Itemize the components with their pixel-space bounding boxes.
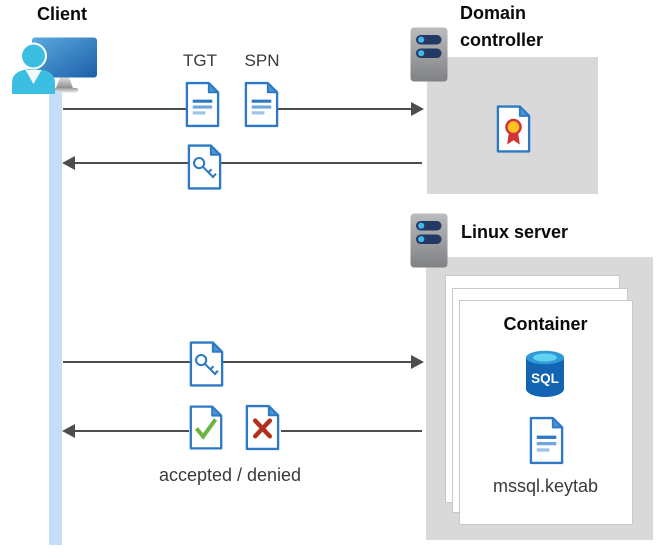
linux-server-label: Linux server — [461, 222, 569, 242]
accepted-check-document-icon — [189, 405, 223, 450]
arrow-tgt-request-line-left — [63, 108, 186, 110]
tgt-label: TGT — [183, 51, 217, 70]
container-card-front: Container SQL mssql.keytab — [459, 300, 633, 525]
key-ticket-document-icon-2 — [189, 341, 224, 387]
arrow-tgt-request-line-right — [277, 108, 413, 110]
arrow-tgt-request-head — [411, 102, 424, 116]
domain-controller-label-line1: Domain — [460, 3, 527, 23]
arrow-result-line-right — [281, 430, 422, 432]
client-label: Client — [36, 4, 87, 24]
domain-controller-label: Domain controller — [460, 0, 543, 54]
container-title: Container — [503, 314, 588, 334]
domain-controller-label-line2: controller — [460, 30, 544, 50]
spn-label: SPN — [244, 51, 280, 70]
key-glyph — [195, 354, 219, 376]
monitor-stand — [56, 77, 73, 88]
cross-glyph — [252, 418, 273, 439]
arrow-ticket-to-sql-head — [411, 355, 424, 369]
keytab-filename-label: mssql.keytab — [492, 476, 599, 496]
arrow-result-line-left — [75, 430, 189, 432]
client-computer-user-icon — [12, 37, 97, 94]
monitor-base — [51, 88, 78, 93]
client-lifeline — [49, 88, 62, 545]
spn-ticket-document-icon — [244, 81, 279, 128]
arrow-ticket-response-head — [62, 156, 75, 170]
key-glyph — [193, 157, 217, 179]
person-icon — [12, 42, 55, 94]
domain-controller-server-icon — [410, 27, 448, 82]
sql-badge-text: SQL — [531, 371, 559, 386]
check-glyph — [194, 418, 218, 440]
arrow-ticket-response-line — [75, 162, 422, 164]
keytab-document-icon — [529, 416, 564, 465]
linux-server-icon — [410, 213, 448, 268]
sql-database-icon: SQL — [526, 350, 564, 397]
award-ribbon-glyph — [505, 118, 522, 145]
denied-cross-document-icon — [245, 404, 280, 451]
accepted-denied-label: accepted / denied — [158, 465, 302, 485]
certificate-document-icon — [496, 105, 531, 153]
key-ticket-document-icon — [187, 144, 222, 190]
arrow-result-head — [62, 424, 75, 438]
arrow-ticket-to-sql-line — [63, 361, 412, 363]
monitor-icon — [32, 37, 97, 78]
tgt-ticket-document-icon — [185, 81, 220, 128]
